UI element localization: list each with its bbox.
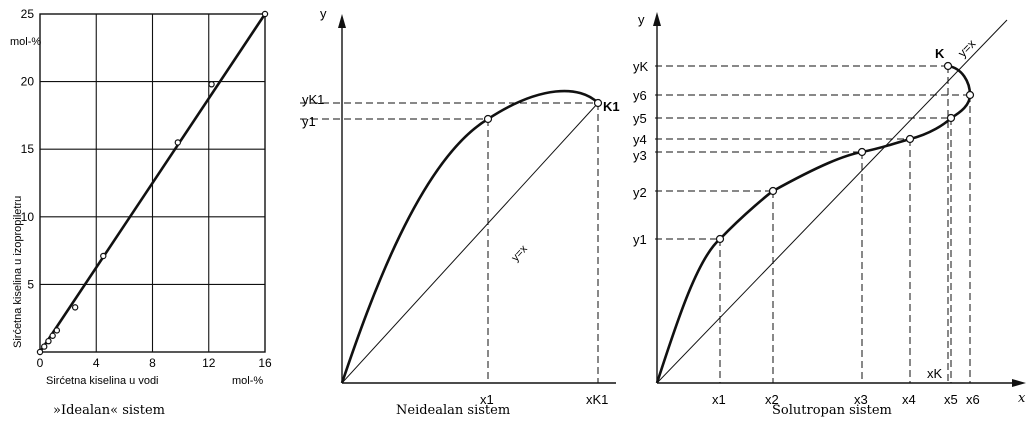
- solutrope-y6-label: y6: [633, 88, 647, 103]
- solutrope-y4-label: y4: [633, 132, 647, 147]
- ideal-caption: »Idealan« sistem: [53, 403, 165, 418]
- ideal-x-tick-8: 8: [149, 356, 156, 370]
- ideal-y-tick-5: 5: [27, 277, 34, 291]
- ideal-tick-labels: 0 4 8 12 16 5 10 15 20 25: [21, 7, 272, 370]
- ideal-point: [100, 252, 107, 260]
- nonideal-diagonal: [341, 102, 599, 384]
- nonideal-caption: Neidealan sistem: [396, 403, 510, 418]
- nonideal-point-k1: [593, 98, 603, 108]
- solutrope-xk-label: xK: [927, 366, 943, 381]
- solutrope-x4-label: x4: [902, 392, 916, 407]
- nonideal-y1-label: y1: [302, 114, 316, 129]
- solutrope-y5-label: y5: [633, 111, 647, 126]
- ideal-x-tick-0: 0: [37, 356, 44, 370]
- nonideal-diagonal-label: y=x: [509, 243, 530, 264]
- nonideal-k1-label: K1: [603, 99, 620, 114]
- solutrope-x3-label: x3: [854, 392, 868, 407]
- ideal-y-tick-25: 25: [21, 7, 35, 21]
- solutrope-point-1: [715, 234, 725, 244]
- nonideal-yk1-label: yK1: [302, 92, 324, 107]
- ideal-point: [174, 139, 182, 146]
- nonideal-x1-label: x1: [480, 392, 494, 407]
- solutrope-diagonal: [656, 19, 1008, 384]
- solutrope-y-axis-label: y: [638, 12, 645, 27]
- solutrope-point-4: [905, 134, 915, 144]
- ideal-point: [36, 348, 44, 356]
- solutrope-x6-label: x6: [966, 392, 980, 407]
- ideal-point: [261, 10, 269, 18]
- ideal-panel: 0 4 8 12 16 5 10 15 20 25 mol-% Sirćetna kiselina…: [10, 7, 272, 418]
- solutrope-y1-label: y1: [633, 232, 647, 247]
- solutrope-x-axis-label: x: [1018, 391, 1026, 406]
- solutrope-point-6: [965, 90, 975, 100]
- solutrope-x2-label: x2: [765, 392, 779, 407]
- ideal-point: [71, 304, 79, 311]
- solutrope-k-label: K: [935, 46, 945, 61]
- ideal-y-label: Sirćetna kiselina u izopropiletru: [12, 196, 24, 348]
- ideal-x-tick-4: 4: [93, 356, 100, 370]
- ideal-series: [36, 10, 269, 356]
- solutrope-x5-label: x5: [944, 392, 958, 407]
- solutrope-y-arrow: [653, 12, 661, 26]
- ideal-x-tick-12: 12: [202, 356, 216, 370]
- solutrope-diagonal-label: y=x: [955, 37, 978, 60]
- nonideal-y-axis-label: y: [320, 6, 327, 21]
- solutrope-y2-label: y2: [633, 185, 647, 200]
- nonideal-y-arrow: [338, 14, 346, 28]
- solutrope-point-k: [943, 61, 953, 71]
- ideal-point: [53, 327, 61, 334]
- solutrope-yk-label: yK: [633, 59, 649, 74]
- nonideal-xk1-label: xK1: [586, 392, 608, 407]
- ideal-point: [45, 337, 52, 345]
- solutrope-x-arrow: [1012, 379, 1026, 387]
- ideal-grid: [40, 14, 265, 352]
- ideal-x-label: Sirćetna kiselina u vodi: [46, 375, 159, 387]
- solutrope-equilibrium-curve: [655, 64, 972, 384]
- solutrope-point-3: [857, 147, 867, 157]
- nonideal-equilibrium-curve: [340, 89, 599, 384]
- nonideal-panel: y y=x yK1 y1 K1 x1 xK1 Neidealan sistem: [300, 6, 620, 418]
- ideal-point: [41, 343, 48, 350]
- ideal-point: [208, 81, 215, 88]
- ideal-y-tick-15: 15: [21, 142, 35, 156]
- ideal-x-tick-16: 16: [258, 356, 272, 370]
- solutrope-panel: y x y=x K yK y6 y5 y4 y3 y2 y1 x1: [633, 12, 1026, 418]
- ideal-y-tick-10: 10: [21, 210, 35, 224]
- solutrope-caption: Solutropan sistem: [772, 403, 892, 418]
- solutrope-x1-label: x1: [712, 392, 726, 407]
- nonideal-point-1: [483, 114, 493, 124]
- solutrope-point-2: [768, 186, 778, 196]
- solutrope-point-5: [946, 113, 956, 123]
- ideal-line: [38, 13, 267, 353]
- solutrope-y3-label: y3: [633, 148, 647, 163]
- ideal-unit-y: mol-%: [10, 36, 41, 48]
- ideal-unit-x: mol-%: [232, 375, 263, 387]
- ideal-y-tick-20: 20: [21, 75, 35, 89]
- ideal-point: [49, 332, 56, 339]
